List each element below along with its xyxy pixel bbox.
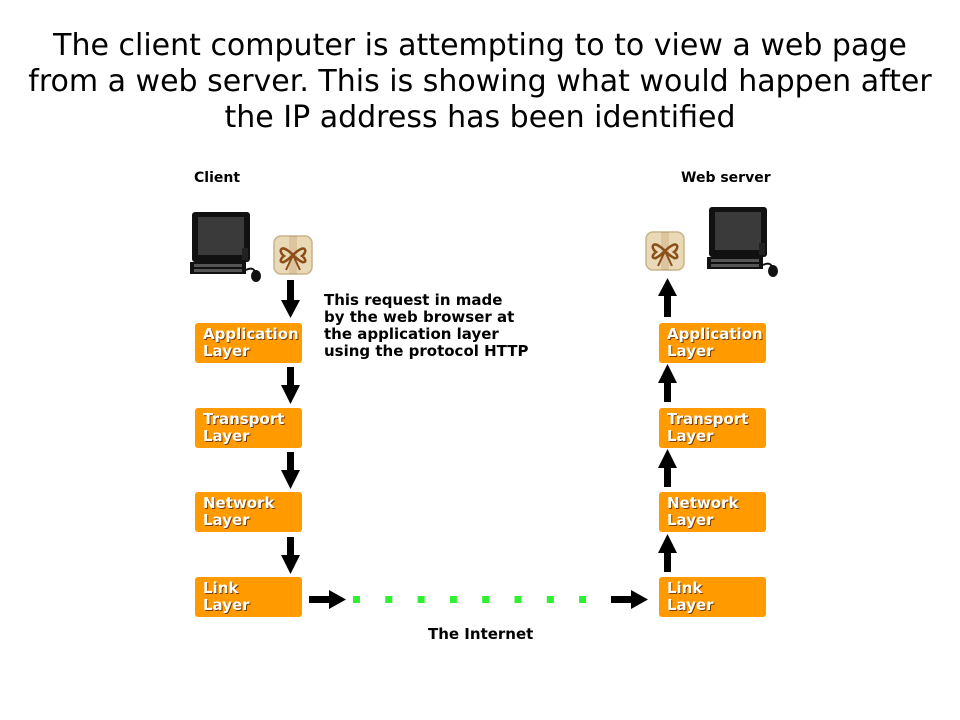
note-line: the application layer [324,325,499,343]
server-transport-layer: Transport Layer [659,408,766,448]
layer-label: Application [203,325,299,343]
internet-dot [579,596,587,603]
internet-dot [353,596,360,603]
request-note: This request in made by the web browser … [324,292,528,360]
note-line: using the protocol HTTP [324,342,529,360]
layer-label: Transport [667,410,749,428]
title-line: from a web server. This is showing what … [28,64,932,99]
arrow-right-icon [309,590,346,609]
layer-label: Layer [203,342,250,360]
server-link-layer: Link Layer [659,577,766,617]
internet-dot [449,596,457,603]
server-application-layer: Application Layer [659,323,766,363]
arrow-up-icon [658,449,677,487]
page-title: The client computer is attempting to to … [0,28,960,136]
client-link-layer: Link Layer [195,577,302,617]
layer-label: Layer [667,511,714,529]
arrow-down-icon [281,280,300,318]
client-label: Client [194,170,241,186]
arrow-down-icon [281,452,300,489]
note-line: by the web browser at [324,308,515,326]
arrow-right-icon [611,590,648,609]
layer-label: Application [667,325,763,343]
internet-dot [514,596,522,603]
arrow-down-icon [281,367,300,404]
arrow-up-icon [658,534,677,572]
client-transport-layer: Transport Layer [195,408,302,448]
client-network-layer: Network Layer [195,492,302,532]
layer-label: Layer [203,511,250,529]
layer-label: Link [203,579,239,597]
layer-label: Layer [667,427,714,445]
layer-label: Network [203,494,275,512]
note-line: This request in made [324,291,503,309]
layer-label: Transport [203,410,285,428]
computer-icon [706,206,779,278]
title-line: The client computer is attempting to to … [53,28,907,63]
internet-dot [546,596,554,603]
layer-label: Link [667,579,703,597]
internet-dot [482,596,490,603]
layer-label: Network [667,494,739,512]
layer-label: Layer [667,596,714,614]
package-icon [644,230,686,272]
package-icon [272,234,314,276]
internet-label: The Internet [428,625,534,643]
internet-dots [353,596,587,603]
internet-dot [385,596,393,603]
computer-icon [189,211,262,283]
client-application-layer: Application Layer [195,323,302,363]
arrow-up-icon [658,364,677,402]
server-label: Web server [681,170,771,186]
layer-label: Layer [203,427,250,445]
arrow-down-icon [281,537,300,574]
layer-label: Layer [667,342,714,360]
server-network-layer: Network Layer [659,492,766,532]
layer-label: Layer [203,596,250,614]
internet-dot [417,596,425,603]
arrow-up-icon [658,278,677,317]
title-line: the IP address has been identified [224,100,736,135]
